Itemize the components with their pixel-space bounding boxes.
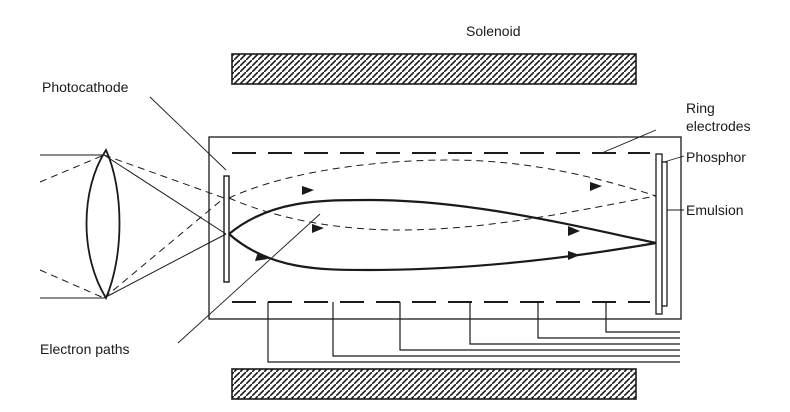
light-rays [39,154,227,299]
label-solenoid: Solenoid [466,23,521,39]
electron-path-dashed-lower [228,195,657,231]
label-ring-electrodes-line1: Ring [686,100,715,116]
path-arrowheads [255,182,602,261]
tube-body [208,136,682,320]
solenoid-coil-bottom [231,368,637,400]
solenoid-coil-top [231,53,637,85]
electron-path-solid-upper [228,198,657,245]
label-emulsion: Emulsion [686,202,744,218]
photocathode-plate [223,175,230,283]
phosphor-screen [655,153,663,315]
label-ring-electrodes-line2: electrodes [686,118,751,134]
label-photocathode: Photocathode [42,79,129,95]
lens [85,148,121,300]
electron-path-dashed-upper [228,159,657,199]
label-electron-paths: Electron paths [40,341,130,357]
electron-path-solid-lower [228,233,657,272]
label-phosphor: Phosphor [686,149,746,165]
electrode-leads [267,302,680,363]
leader-lines [149,96,685,344]
emulsion-plate [661,161,668,307]
